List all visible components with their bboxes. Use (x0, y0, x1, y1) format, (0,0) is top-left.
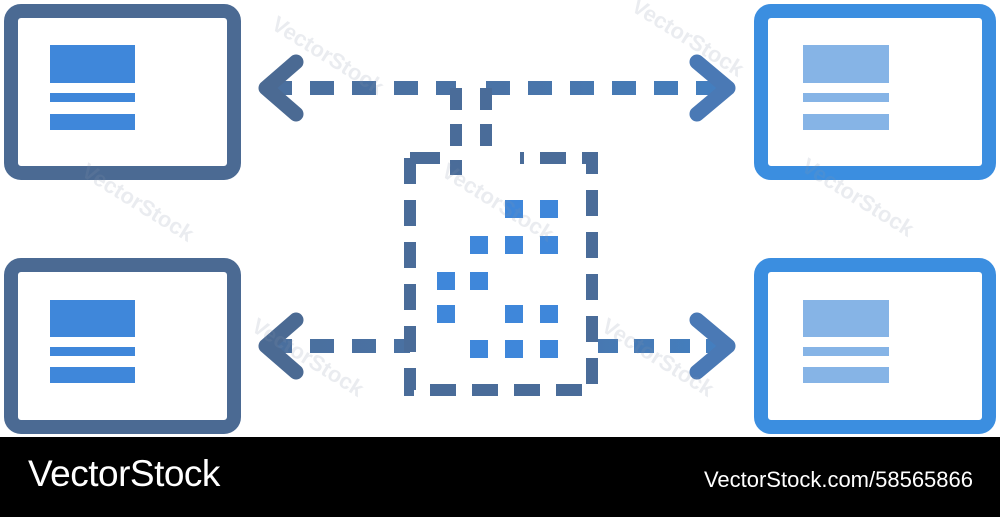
document-file-icon (404, 152, 598, 396)
watermark-text: VectorStock (247, 313, 369, 402)
footer-bar: VectorStock VectorStock.com/58565866 (0, 437, 1000, 517)
monitor-bottom-right (754, 258, 996, 434)
arrow-bottom-right (598, 312, 736, 380)
arrow-top-right (486, 54, 736, 122)
document-connectors (450, 88, 492, 175)
data-distribution-illustration: VectorStock VectorStock VectorStock Vect… (4, 0, 996, 434)
watermark: VectorStock VectorStock VectorStock Vect… (77, 0, 919, 402)
arrow-top-left (258, 54, 456, 122)
monitor-bottom-left (4, 258, 241, 434)
monitor-top-right (754, 4, 996, 180)
watermark-text: VectorStock (627, 0, 749, 82)
brand-logo: VectorStock (28, 453, 220, 494)
stock-id-text: VectorStock.com/58565866 (703, 467, 973, 492)
monitor-top-left (4, 4, 241, 180)
arrow-bottom-left (258, 312, 410, 380)
